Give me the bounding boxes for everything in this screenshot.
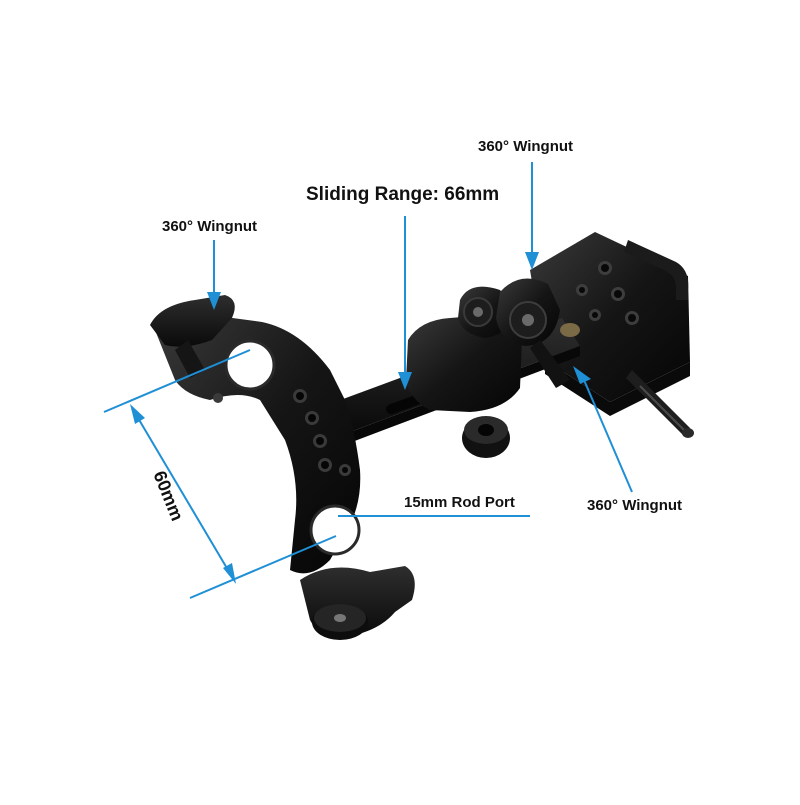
rod-clamp-bracket — [155, 312, 361, 574]
sliding-range-callout: Sliding Range: 66mm — [306, 184, 500, 205]
wingnut-callout-left: 360° Wingnut — [162, 218, 258, 235]
wingnut-callout-top: 360° Wingnut — [478, 138, 574, 155]
callout-lines — [103, 162, 633, 599]
wingnut-callout-right: 360° Wingnut — [587, 497, 683, 514]
wingnut-icon — [300, 566, 415, 640]
plate-bolt — [626, 370, 694, 438]
wingnut-icon — [496, 278, 570, 388]
rod-port-callout: 15mm Rod Port — [404, 494, 515, 511]
brass-bolt — [560, 323, 580, 337]
slider-clamp — [406, 314, 522, 458]
